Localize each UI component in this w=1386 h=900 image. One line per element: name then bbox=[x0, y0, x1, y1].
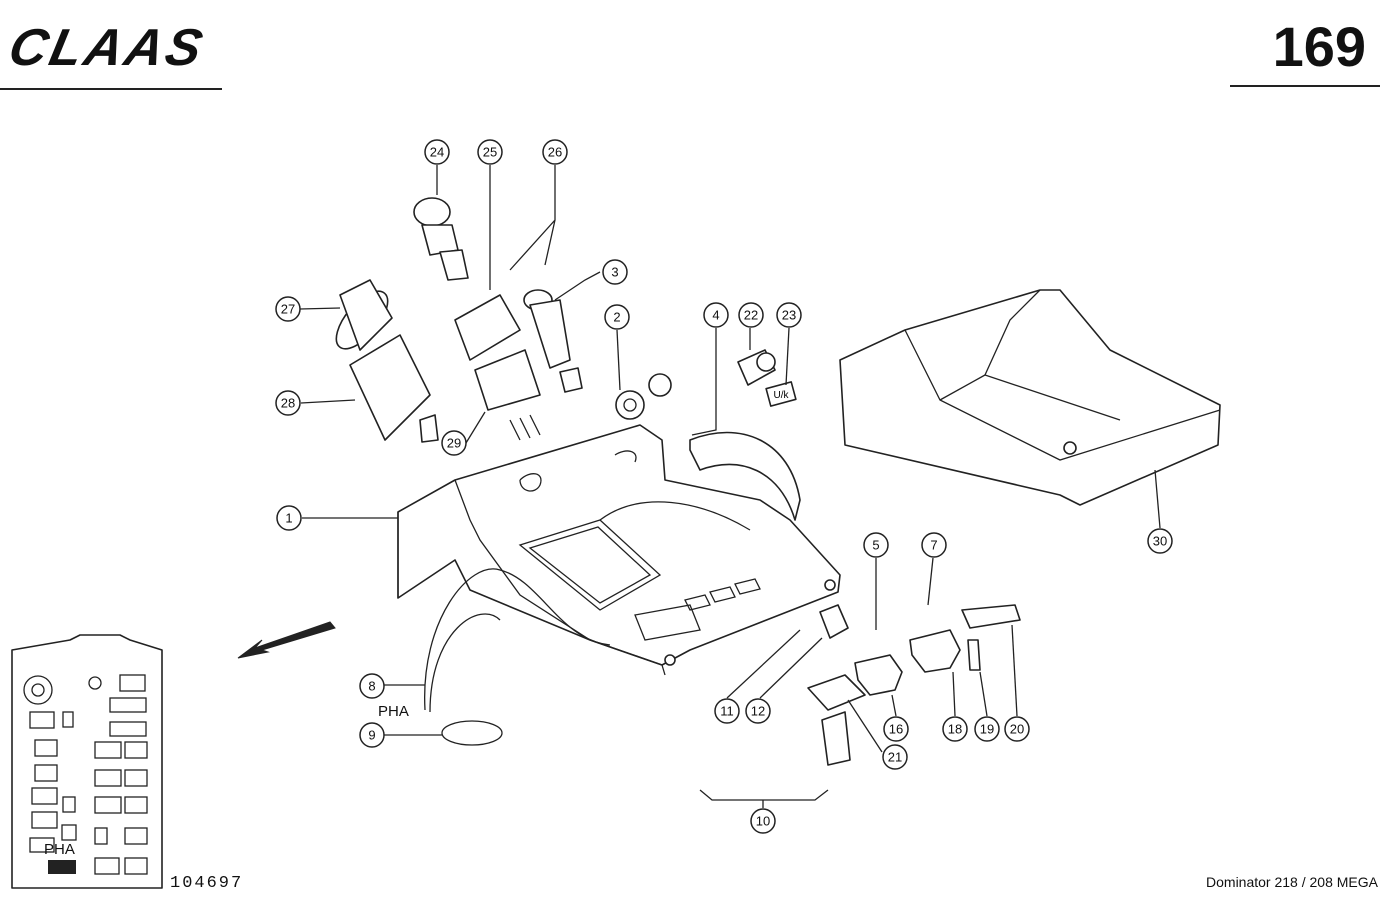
callout-18: 18 bbox=[942, 716, 968, 742]
callout-29: 29 bbox=[441, 430, 467, 456]
callout-9: 9 bbox=[359, 722, 385, 748]
svg-text:25: 25 bbox=[483, 145, 497, 160]
svg-text:3: 3 bbox=[611, 265, 618, 280]
header-rule-left bbox=[0, 88, 222, 90]
connector-block bbox=[454, 294, 541, 441]
sticker-uk: U/k bbox=[765, 381, 797, 407]
svg-text:16: 16 bbox=[889, 722, 903, 737]
armrest-cushion bbox=[839, 289, 1221, 506]
svg-text:24: 24 bbox=[430, 145, 444, 160]
callout-8: 8 bbox=[359, 673, 385, 699]
svg-text:4: 4 bbox=[712, 308, 719, 323]
callout-24: 24 bbox=[424, 139, 450, 165]
svg-text:21: 21 bbox=[888, 750, 902, 765]
direction-arrow bbox=[237, 621, 336, 659]
svg-text:12: 12 bbox=[751, 704, 765, 719]
svg-text:7: 7 bbox=[930, 538, 937, 553]
header-rule-right bbox=[1230, 85, 1380, 87]
svg-text:9: 9 bbox=[368, 728, 375, 743]
svg-text:29: 29 bbox=[447, 436, 461, 451]
callout-10: 10 bbox=[750, 808, 776, 834]
cigarette-lighter bbox=[523, 289, 583, 393]
bulb-19 bbox=[967, 639, 981, 671]
callout-21: 21 bbox=[882, 744, 908, 770]
rotary-switch bbox=[413, 197, 469, 281]
inset-pha-label: PHA bbox=[44, 841, 75, 858]
callout-26: 26 bbox=[542, 139, 568, 165]
callout-1: 1 bbox=[276, 505, 302, 531]
svg-text:5: 5 bbox=[872, 538, 879, 553]
callout-2: 2 bbox=[604, 304, 630, 330]
callout-3: 3 bbox=[602, 259, 628, 285]
clip-9 bbox=[441, 720, 503, 746]
model-name: Dominator 218 / 208 MEGA bbox=[1206, 874, 1378, 890]
callout-7: 7 bbox=[921, 532, 947, 558]
callout-30: 30 bbox=[1147, 528, 1173, 554]
drawing-number: 104697 bbox=[170, 874, 244, 893]
callout-19: 19 bbox=[974, 716, 1000, 742]
svg-text:8: 8 bbox=[368, 679, 375, 694]
callout-5: 5 bbox=[863, 532, 889, 558]
push-switch bbox=[737, 349, 776, 386]
callout-12: 12 bbox=[745, 698, 771, 724]
cable-harness bbox=[424, 568, 611, 713]
air-filter bbox=[335, 279, 439, 443]
callout-28: 28 bbox=[275, 390, 301, 416]
bracket-20 bbox=[961, 604, 1021, 629]
svg-text:28: 28 bbox=[281, 396, 295, 411]
leader-lines bbox=[299, 165, 1161, 808]
callout-4: 4 bbox=[703, 302, 729, 328]
svg-text:19: 19 bbox=[980, 722, 994, 737]
callout-23: 23 bbox=[776, 302, 802, 328]
svg-text:26: 26 bbox=[548, 145, 562, 160]
callout-27: 27 bbox=[275, 296, 301, 322]
svg-text:11: 11 bbox=[720, 704, 734, 719]
gauge-nut bbox=[615, 373, 672, 420]
switch-module-18 bbox=[909, 629, 961, 673]
plate-21 bbox=[807, 674, 866, 766]
switch-module-16 bbox=[854, 654, 903, 696]
svg-text:10: 10 bbox=[756, 814, 770, 829]
svg-text:2: 2 bbox=[613, 310, 620, 325]
callout-25: 25 bbox=[477, 139, 503, 165]
curved-cover bbox=[689, 431, 801, 521]
svg-text:22: 22 bbox=[744, 308, 758, 323]
svg-text:27: 27 bbox=[281, 302, 295, 317]
svg-text:18: 18 bbox=[948, 722, 962, 737]
svg-text:1: 1 bbox=[285, 511, 292, 526]
callout-11: 11 bbox=[714, 698, 740, 724]
inset-panel-map: PHA bbox=[11, 634, 163, 889]
svg-text:20: 20 bbox=[1010, 722, 1024, 737]
svg-text:23: 23 bbox=[782, 308, 796, 323]
knob-12 bbox=[819, 604, 849, 639]
callout-22: 22 bbox=[738, 302, 764, 328]
svg-text:30: 30 bbox=[1153, 534, 1167, 549]
console-panel bbox=[397, 424, 841, 676]
svg-text:U/k: U/k bbox=[774, 390, 790, 401]
callout-16: 16 bbox=[883, 716, 909, 742]
bracket-10 bbox=[699, 789, 829, 801]
page-number: 169 bbox=[1272, 15, 1366, 78]
pha-label: PHA bbox=[378, 703, 409, 720]
callout-20: 20 bbox=[1004, 716, 1030, 742]
